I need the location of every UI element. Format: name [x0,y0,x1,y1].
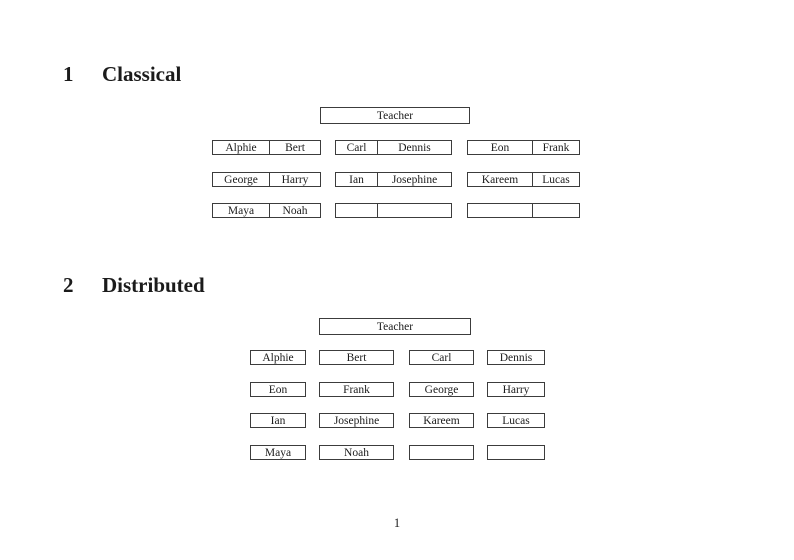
seat-pair: Ian Josephine [335,172,452,187]
seat-box-empty [409,445,474,460]
seat-pair: Carl Dennis [335,140,452,155]
student-name: Josephine [377,173,451,186]
student-name: Frank [532,141,579,154]
teacher-label: Teacher [376,109,414,122]
student-name: Carl [431,351,452,364]
seat-box-empty [487,445,545,460]
empty-seat [336,204,377,217]
section-2-heading: 2 Distributed [63,274,205,296]
page-number: 1 [393,516,401,530]
seat-box: Eon [250,382,306,397]
student-name: Dennis [377,141,451,154]
seat-box: Noah [319,445,394,460]
student-name: Frank [343,383,370,396]
seat-pair: Eon Frank [467,140,580,155]
student-name: George [424,383,459,396]
teacher-box-classical: Teacher [320,107,470,124]
student-name: Eon [490,141,510,154]
student-name: Carl [346,141,367,154]
student-name: Kareem [423,414,460,427]
seat-pair-empty [467,203,580,218]
seat-box: Ian [250,413,306,428]
seat-box: Bert [319,350,394,365]
student-name: Ian [349,173,364,186]
seat-pair: George Harry [212,172,321,187]
student-name: Dennis [499,351,533,364]
student-name: Kareem [481,173,519,186]
student-name: Harry [502,383,530,396]
student-name: Bert [269,141,320,154]
student-name: Harry [269,173,320,186]
seat-box: George [409,382,474,397]
student-name: Bert [346,351,367,364]
student-name: Ian [270,414,286,427]
seat-box: Dennis [487,350,545,365]
empty-seat [377,204,451,217]
student-name: Alphie [262,351,294,364]
student-name: Alphie [225,141,257,154]
section-1-heading: 1 Classical [63,63,181,85]
student-name: Maya [264,446,292,459]
teacher-label: Teacher [376,320,414,333]
student-name: George [224,173,258,186]
seat-box: Harry [487,382,545,397]
section-1-number: 1 [63,62,74,86]
seat-box: Kareem [409,413,474,428]
seat-box: Alphie [250,350,306,365]
section-2-title: Distributed [102,273,205,297]
teacher-box-distributed: Teacher [319,318,471,335]
student-name: Lucas [532,173,579,186]
student-name: Noah [344,446,369,459]
empty-seat [532,204,579,217]
student-name: Maya [227,204,255,217]
student-name: Noah [269,204,320,217]
seat-pair: Kareem Lucas [467,172,580,187]
student-name: Josephine [333,414,380,427]
seat-pair: Maya Noah [212,203,321,218]
section-2-number: 2 [63,273,74,297]
empty-seat [468,204,532,217]
student-name: Lucas [502,414,530,427]
seat-box: Carl [409,350,474,365]
seat-box: Josephine [319,413,394,428]
seat-pair: Alphie Bert [212,140,321,155]
seat-box: Maya [250,445,306,460]
section-1-title: Classical [102,62,182,86]
seat-pair-empty [335,203,452,218]
seat-box: Frank [319,382,394,397]
student-name: Eon [268,383,288,396]
seat-box: Lucas [487,413,545,428]
